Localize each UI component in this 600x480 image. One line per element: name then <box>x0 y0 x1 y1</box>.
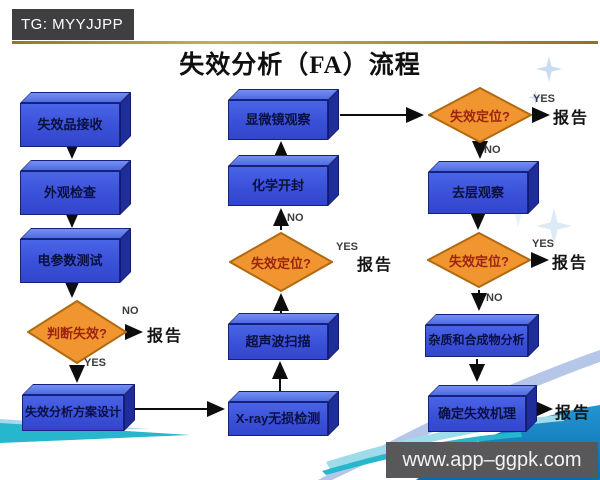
label-report-locate-top: 报告 <box>553 110 590 127</box>
diamond-shape <box>425 231 533 289</box>
node-label: 外观检查 <box>43 184 96 200</box>
label-yes-locate-lower: YES <box>532 238 555 250</box>
box-front-face: 化学开封 <box>228 166 328 206</box>
box-front-face: 显微镜观察 <box>228 100 328 140</box>
watermark-bar: www.app–ggpk.com <box>386 442 598 478</box>
box-side-face <box>328 89 339 140</box>
tag-text: TG: MYYJJPP <box>21 16 124 33</box>
page-title: 失效分析（FA）流程 <box>179 52 421 79</box>
box-front-face: 去层观察 <box>428 172 528 214</box>
decision-locate-top: 失效定位? <box>426 86 534 144</box>
box-front-face: 确定失效机理 <box>428 396 526 432</box>
node-label: 判断失效? <box>47 325 107 341</box>
label-yes-locate-top: YES <box>533 93 556 105</box>
node-label: 确定失效机理 <box>437 405 516 421</box>
node-label: 显微镜观察 <box>245 111 311 127</box>
label-no-locate-lower: NO <box>486 292 503 304</box>
node-label: 失效定位? <box>450 108 510 124</box>
diamond-shape <box>26 299 128 365</box>
node-label: 失效定位? <box>449 253 509 269</box>
box-side-face <box>528 161 539 214</box>
node-label: 化学开封 <box>251 177 304 193</box>
label-report-mechanism: 报告 <box>555 405 592 422</box>
label-report-locate-middle: 报告 <box>357 257 394 274</box>
node-label: 失效品接收 <box>37 116 103 132</box>
node-label: 电参数测试 <box>37 252 103 268</box>
label-no-locate-top: NO <box>484 144 501 156</box>
box-front-face: 电参数测试 <box>20 239 120 283</box>
watermark-tag: TG: MYYJJPP <box>12 9 134 40</box>
box-top-face <box>20 92 131 103</box>
node-label: 去层观察 <box>451 184 504 200</box>
box-top-face <box>20 160 131 171</box>
box-front-face: 杂质和合成物分析 <box>425 325 528 357</box>
node-label: 失效分析方案设计 <box>24 405 121 420</box>
box-front-face: 外观检查 <box>20 171 120 215</box>
box-front-face: X-ray无损检测 <box>228 402 328 436</box>
box-top-face <box>425 314 539 325</box>
box-side-face <box>328 155 339 206</box>
box-top-face <box>22 384 135 395</box>
box-top-face <box>228 313 339 324</box>
label-no-locate-middle: NO <box>287 212 304 224</box>
node-label: 超声波扫描 <box>245 333 311 349</box>
box-top-face <box>228 89 339 100</box>
node-label: 失效定位? <box>251 255 311 271</box>
label-report-locate-lower: 报告 <box>552 255 589 272</box>
decision-locate-middle: 失效定位? <box>227 231 335 293</box>
label-yes-judge: YES <box>84 357 107 369</box>
box-side-face <box>120 92 131 147</box>
box-front-face: 失效分析方案设计 <box>22 395 124 431</box>
box-front-face: 失效品接收 <box>20 103 120 147</box>
box-top-face <box>228 391 339 402</box>
label-no-judge: NO <box>122 305 139 317</box>
box-side-face <box>120 228 131 283</box>
diamond-shape <box>227 231 335 293</box>
watermark-text: www.app–ggpk.com <box>402 448 582 471</box>
box-top-face <box>20 228 131 239</box>
box-front-face: 超声波扫描 <box>228 324 328 360</box>
box-top-face <box>428 385 537 396</box>
box-top-face <box>228 155 339 166</box>
decision-locate-lower: 失效定位? <box>425 231 533 289</box>
box-top-face <box>428 161 539 172</box>
label-yes-locate-middle: YES <box>336 241 359 253</box>
gold-divider <box>12 41 598 44</box>
node-label: X-ray无损检测 <box>235 410 321 426</box>
node-label: 杂质和合成物分析 <box>428 333 525 348</box>
box-side-face <box>120 160 131 215</box>
decision-judge-failure: 判断失效? <box>26 299 128 365</box>
label-report-judge: 报告 <box>147 328 184 345</box>
